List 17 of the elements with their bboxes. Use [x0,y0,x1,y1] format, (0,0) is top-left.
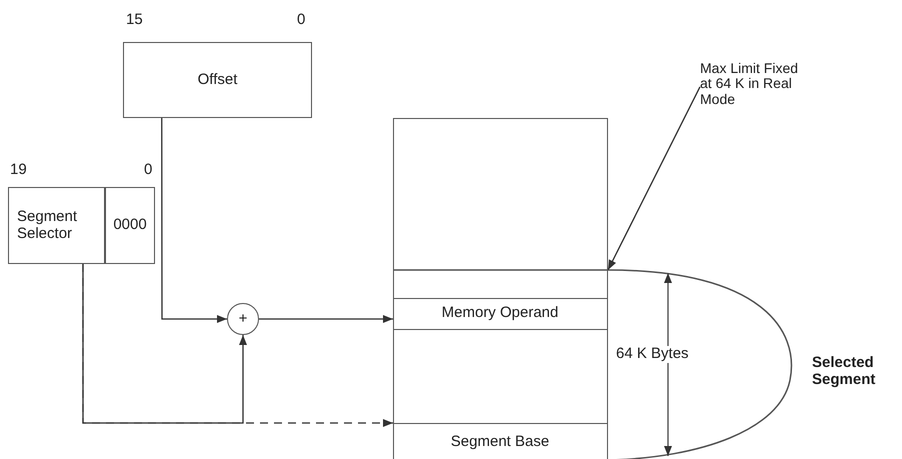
bit-number: 15 [126,12,143,28]
arrow [259,315,393,323]
bit-number: 0 [144,162,152,178]
memory-column [393,118,608,459]
segment-selector-box: Segment Selector [8,187,105,264]
memory-operand-band: Memory Operand [392,298,608,330]
offset-register-box: Offset [123,42,312,118]
segment-label: Selected Segment [812,355,876,388]
bit-number: 19 [10,162,27,178]
dimension-label: 64 K Bytes [614,346,691,362]
bit-number: 0 [297,12,306,28]
adder-circle: + [227,303,259,335]
annotation-text: Max Limit Fixed at 64 K in Real Mode [700,56,808,112]
arrow [161,118,227,323]
arrow [607,86,701,270]
zero-bits-box: 0000 [105,187,155,264]
arrow [82,264,393,427]
